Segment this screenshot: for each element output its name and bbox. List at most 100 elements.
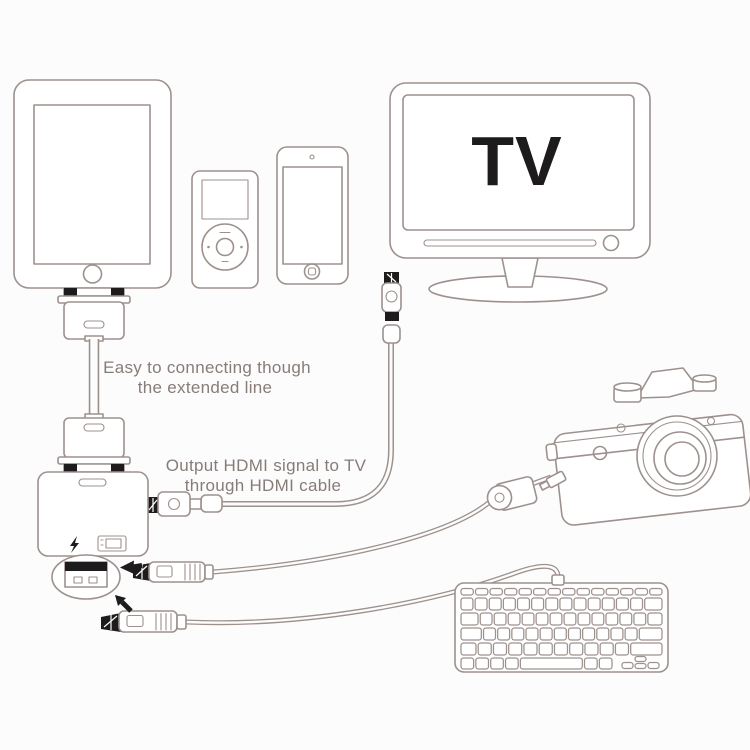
usb-port-icon: [64, 561, 108, 588]
viewfinder-prism: [636, 367, 700, 399]
display-icon: [97, 535, 127, 552]
tv-screen: [402, 94, 635, 231]
keyboard-key: [477, 642, 492, 656]
keyboard-key: [619, 612, 633, 626]
keyboard-key: [531, 597, 545, 611]
keyboard-key: [633, 612, 647, 626]
click-wheel-icon: [201, 223, 249, 271]
keyboard-key: [482, 627, 497, 641]
keyboard-key: [490, 657, 504, 670]
keyboard-key: [503, 587, 518, 596]
keyboard-icon: [454, 574, 669, 673]
hdmi-plug-adapter-icon: [147, 491, 223, 517]
keyboard-key: [493, 612, 507, 626]
keyboard-key: [596, 627, 610, 641]
keyboard-key: [629, 597, 644, 611]
keyboard-key: [634, 655, 647, 663]
ipad-home-button-icon: [82, 264, 103, 284]
keyboard-key: [591, 612, 605, 626]
keyboard-key: [614, 642, 630, 656]
extension-note: Easy to connecting though the extended l…: [103, 358, 311, 397]
keyboard-key: [474, 587, 489, 596]
keyboard-key: [553, 642, 569, 656]
keyboard-key: [460, 642, 477, 656]
keyboard-key: [630, 642, 663, 656]
keyboard-key: [492, 642, 508, 656]
keyboard-key: [634, 662, 647, 670]
usb-plug-keyboard-icon: [101, 610, 187, 633]
keyboard-key: [577, 612, 591, 626]
hdmi-note-line1: Output HDMI signal to TV: [166, 456, 367, 475]
hdmi-adapter-icon: [37, 471, 149, 557]
dock-port-icon: [78, 478, 107, 487]
camera-lens-icon: [636, 415, 718, 497]
ipad-icon: [13, 79, 172, 289]
keyboard-key: [563, 612, 577, 626]
keyboard-key: [549, 612, 563, 626]
lightning-icon: [70, 536, 79, 553]
keyboard-key: [460, 612, 479, 626]
tv-power-button-icon: [602, 234, 620, 252]
keyboard-key: [460, 597, 474, 611]
keyboard-key: [502, 597, 516, 611]
keyboard-key: [591, 587, 605, 596]
keyboard-key: [615, 597, 629, 611]
keyboard-key: [460, 587, 474, 596]
tv-icon: TV: [389, 82, 651, 303]
extension-note-line2: the extended line: [138, 378, 273, 397]
keyboard-cable-collar: [551, 574, 565, 586]
keyboard-key: [583, 657, 598, 670]
keyboard-key: [507, 612, 521, 626]
keyboard-key: [649, 587, 663, 596]
keyboard-key: [576, 587, 591, 596]
keyboard-key: [605, 587, 620, 596]
keyboard-key: [518, 587, 532, 596]
keyboard-key: [634, 587, 649, 596]
camera-usb-cable: [213, 476, 551, 572]
camera-dial-right: [692, 374, 717, 392]
keyboard-key: [638, 627, 663, 641]
keyboard-key: [460, 627, 482, 641]
keyboard-key: [624, 627, 638, 641]
keyboard-key: [647, 612, 663, 626]
keyboard-key: [489, 587, 503, 596]
keyboard-key: [488, 597, 502, 611]
keyboard-key: [587, 597, 601, 611]
keyboard-key: [582, 627, 596, 641]
keyboard-key: [539, 627, 553, 641]
keyboard-key: [479, 612, 493, 626]
tv-stand: [501, 257, 539, 288]
keyboard-keys: [460, 587, 663, 670]
keyboard-key: [601, 597, 615, 611]
keyboard-key: [584, 642, 599, 656]
camera-dial-left: [613, 382, 642, 403]
hdmi-note-line2: through HDMI cable: [185, 476, 342, 495]
usb-plug-camera-icon: [133, 561, 214, 583]
extension-note-line1: Easy to connecting though: [103, 358, 311, 377]
keyboard-key: [621, 661, 634, 670]
keyboard-key: [610, 627, 624, 641]
keyboard-key: [605, 612, 619, 626]
keyboard-key: [569, 642, 584, 656]
camera-icon: [538, 367, 750, 526]
iphone-icon: [276, 146, 349, 285]
keyboard-key: [567, 627, 582, 641]
keyboard-key: [647, 661, 660, 670]
camera-button: [592, 445, 608, 461]
keyboard-key: [475, 657, 490, 670]
keyboard-key: [561, 587, 576, 596]
keyboard-key: [504, 657, 519, 670]
keyboard-key: [545, 597, 559, 611]
keyboard-key: [573, 597, 587, 611]
keyboard-key: [516, 597, 531, 611]
keyboard-key: [598, 657, 613, 670]
arrow-to-usb-port-icon: [120, 560, 143, 574]
front-camera-icon: [309, 154, 315, 160]
keyboard-key: [523, 642, 538, 656]
keyboard-key: [620, 587, 634, 596]
keyboard-key: [553, 627, 567, 641]
hdmi-plug-tv-icon: [381, 272, 402, 344]
keyboard-key: [599, 642, 614, 656]
